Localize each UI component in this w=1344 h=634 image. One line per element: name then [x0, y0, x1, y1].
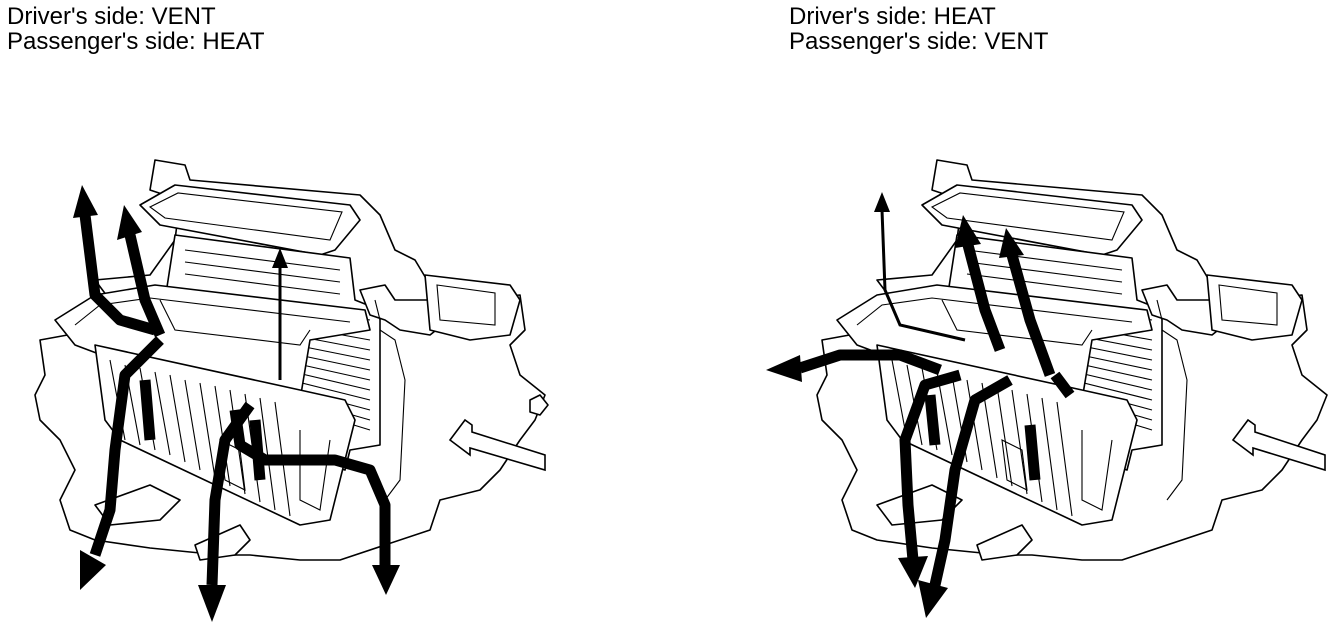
caption-left: Driver's side: VENT Passenger's side: HE…: [7, 4, 265, 54]
hvac-housing-left: [34, 159, 549, 561]
hvac-housing-right: [816, 159, 1328, 561]
airflow-arrows-right: [766, 192, 1075, 618]
caption-right-driver: Driver's side: HEAT: [789, 3, 996, 30]
caption-right: Driver's side: HEAT Passenger's side: VE…: [789, 4, 1048, 54]
caption-left-driver: Driver's side: VENT: [7, 3, 216, 30]
caption-left-passenger: Passenger's side: HEAT: [7, 28, 265, 55]
intake-arrow-right: [1231, 418, 1326, 472]
caption-right-passenger: Passenger's side: VENT: [789, 28, 1049, 55]
intake-arrow-left: [448, 418, 546, 472]
airflow-arrows-left: [73, 185, 400, 622]
